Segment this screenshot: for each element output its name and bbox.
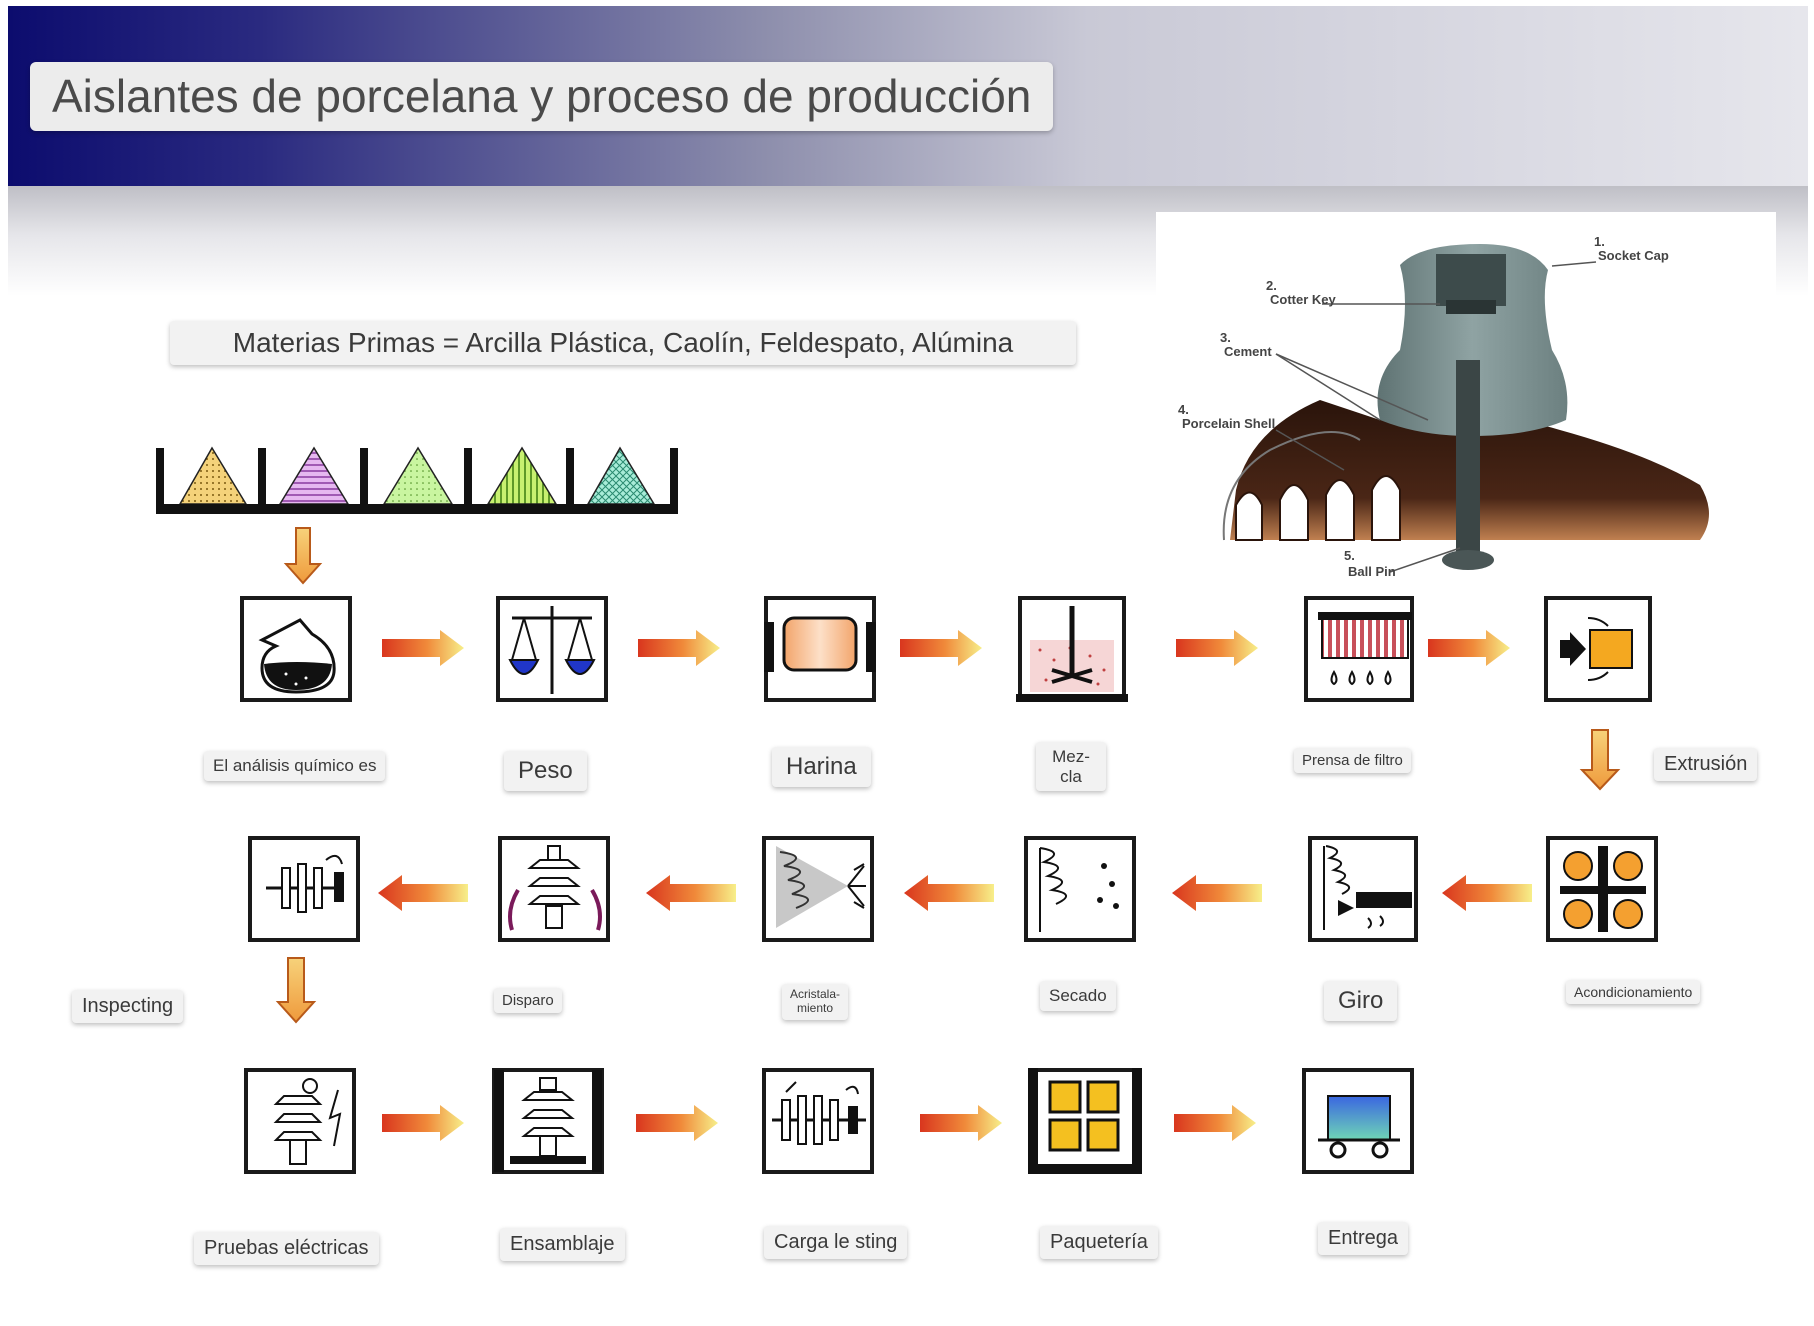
raw-material-pile xyxy=(486,446,558,505)
step-label-mixing-line-2: cla xyxy=(1060,766,1082,786)
arrow-right xyxy=(382,630,464,666)
step-label-glazing-line-2: miento xyxy=(796,1000,834,1015)
arrow-right xyxy=(638,630,720,666)
electrical-test-icon xyxy=(244,1068,356,1174)
arrow-down xyxy=(1579,729,1621,791)
arrow-left xyxy=(646,875,736,911)
callout-num: 4. xyxy=(1178,402,1189,417)
raw-material-pile xyxy=(278,446,350,505)
arrow-right xyxy=(382,1105,464,1141)
arrow-right xyxy=(1174,1105,1256,1141)
callout-text: Socket Cap xyxy=(1598,248,1669,263)
callout-num: 1. xyxy=(1594,234,1605,249)
step-label-conditioning: Acondicionamiento xyxy=(1566,980,1701,1005)
step-label-inspecting: Inspecting xyxy=(72,990,184,1023)
callout-text: Cotter Key xyxy=(1270,292,1337,307)
callout-num: 3. xyxy=(1220,330,1231,345)
callout-text: Cement xyxy=(1224,344,1272,359)
assembly-icon xyxy=(492,1068,604,1174)
arrow-left xyxy=(1442,875,1532,911)
mixer-tank-icon xyxy=(1016,596,1128,702)
insulator-cross-section-image: 1. Socket Cap 2. Cotter Key 3. Cement 4.… xyxy=(1156,212,1776,579)
step-label-electrical-tests: Pruebas eléctricas xyxy=(194,1232,379,1265)
arrow-right xyxy=(636,1105,718,1141)
weighing-scale-icon xyxy=(496,596,608,702)
step-label-load-testing: Carga le sting xyxy=(764,1226,908,1259)
step-label-glazing: Acristala- miento xyxy=(782,984,849,1020)
step-label-assembly: Ensamblaje xyxy=(500,1228,625,1261)
callout-num: 2. xyxy=(1266,278,1277,293)
arrow-left xyxy=(378,875,468,911)
page-title: Aislantes de porcelana y proceso de prod… xyxy=(30,62,1054,131)
step-label-turning: Giro xyxy=(1324,981,1398,1021)
arrow-left xyxy=(904,875,994,911)
packaging-icon xyxy=(1028,1068,1142,1174)
raw-material-pile xyxy=(178,446,248,505)
arrow-down xyxy=(275,957,317,1024)
arrow-right xyxy=(1176,630,1258,666)
load-testing-icon xyxy=(762,1068,874,1174)
step-label-mixing: Mez- cla xyxy=(1036,742,1106,792)
step-label-delivery: Entrega xyxy=(1318,1222,1409,1255)
arrow-right xyxy=(1428,630,1510,666)
step-label-filter-press: Prensa de filtro xyxy=(1294,748,1411,774)
inspecting-icon xyxy=(248,836,360,942)
drying-icon xyxy=(1024,836,1136,942)
raw-materials-label: Materias Primas = Arcilla Plástica, Caol… xyxy=(170,321,1076,365)
extrusion-press-icon xyxy=(1544,596,1652,702)
arrow-down xyxy=(283,527,323,585)
ball-mill-drum-icon xyxy=(764,596,876,702)
callout-text: Ball Pin xyxy=(1348,564,1396,579)
step-label-firing: Disparo xyxy=(494,988,562,1014)
step-label-extrusion: Extrusión xyxy=(1654,748,1758,781)
filter-press-icon xyxy=(1304,596,1414,702)
step-label-packaging: Paquetería xyxy=(1040,1226,1158,1259)
arrow-right xyxy=(920,1105,1002,1141)
step-label-glazing-line-1: Acristala- xyxy=(790,987,841,1001)
step-label-chemical-analysis: El análisis químico es xyxy=(204,751,386,781)
delivery-cart-icon xyxy=(1302,1068,1414,1174)
step-label-flour: Harina xyxy=(772,747,871,787)
kiln-firing-icon xyxy=(498,836,610,942)
step-label-weight: Peso xyxy=(504,751,587,791)
turning-lathe-icon xyxy=(1308,836,1418,942)
callout-num: 5. xyxy=(1344,548,1355,563)
step-label-drying: Secado xyxy=(1040,981,1116,1011)
callout-text: Porcelain Shell xyxy=(1182,416,1275,431)
flow-arrows xyxy=(275,527,1621,1141)
glazing-spray-icon xyxy=(762,836,874,942)
raw-material-piles xyxy=(156,446,678,514)
arrow-right xyxy=(900,630,982,666)
conditioning-rollers-icon xyxy=(1546,836,1658,942)
arrow-left xyxy=(1172,875,1262,911)
chemical-analysis-icon xyxy=(240,596,352,702)
step-label-mixing-line-1: Mez- xyxy=(1052,747,1090,766)
raw-material-pile xyxy=(382,446,454,505)
raw-material-pile xyxy=(586,446,656,505)
